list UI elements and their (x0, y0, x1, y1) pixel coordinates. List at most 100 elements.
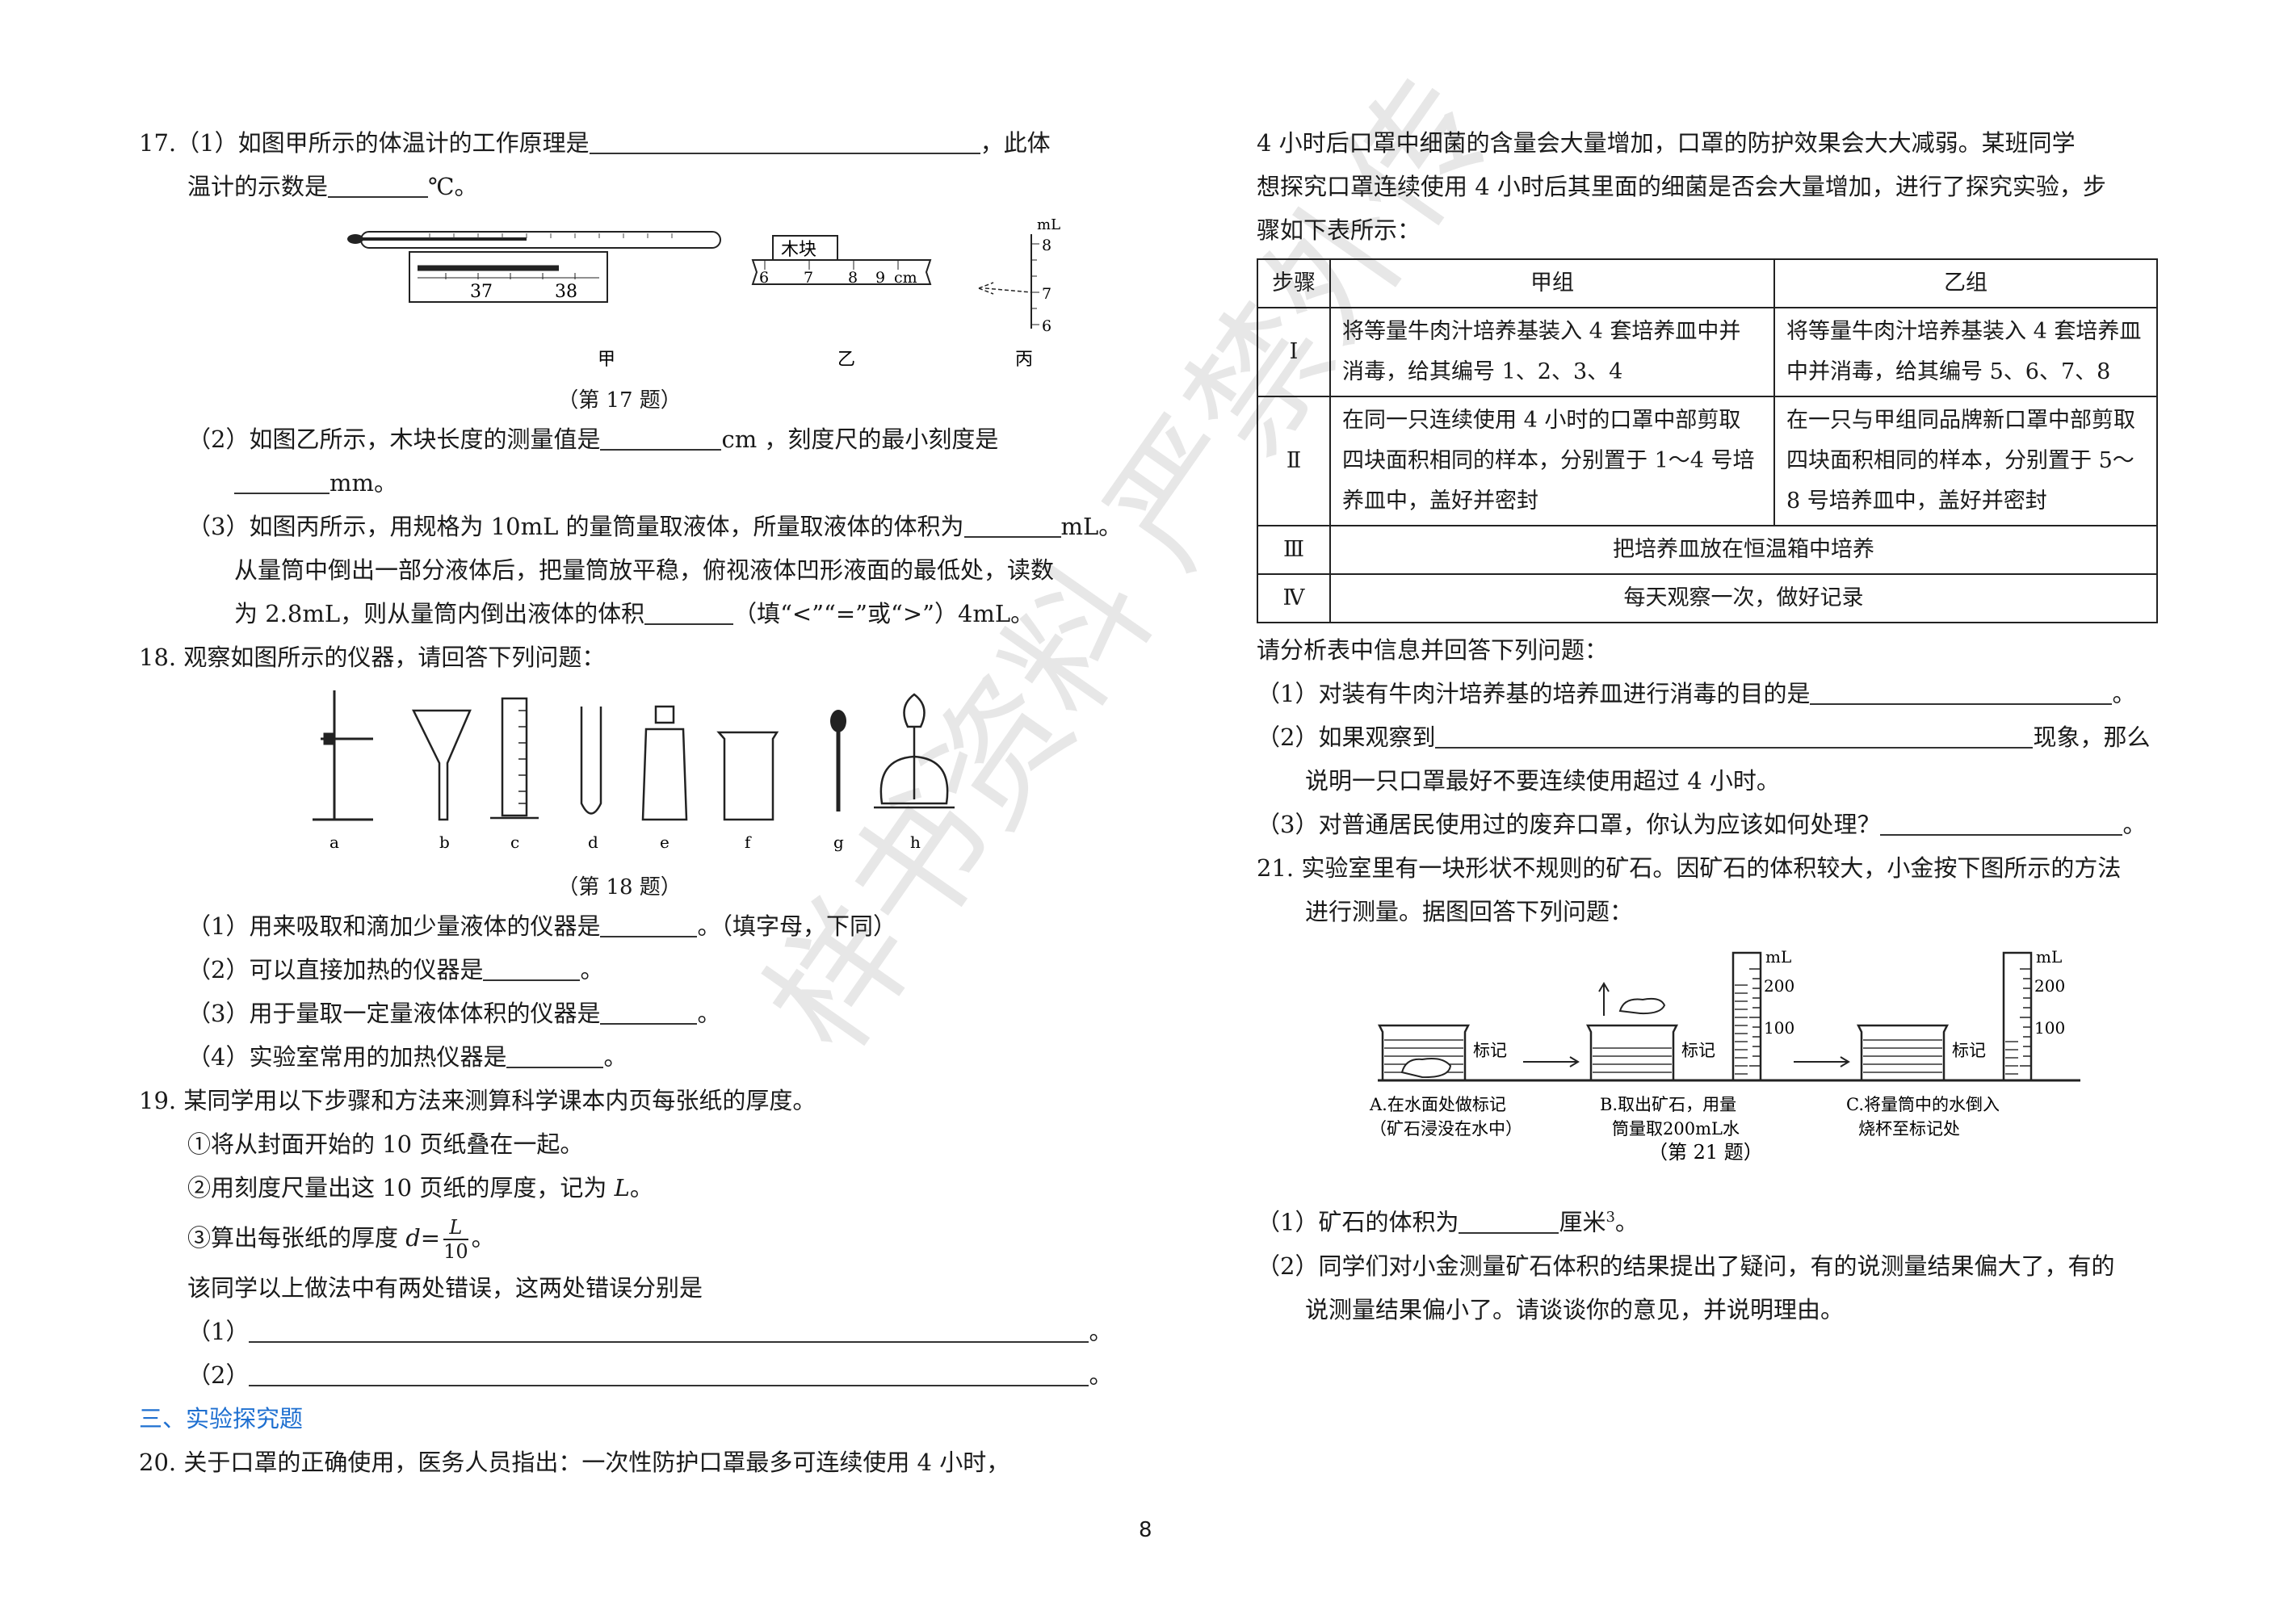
q17-text: （2）如图乙所示，木块长度的测量值是 (187, 426, 601, 453)
cylinder-icon-c (1996, 951, 2039, 1082)
ml-label-b: mL (1765, 947, 1791, 967)
q17-figure: 37 38 木块 6 7 8 9 cm mL 8 7 (139, 212, 1100, 414)
q18-text: （3）用于量取一定量液体体积的仪器是 (187, 1000, 601, 1027)
q17-part3-line2: 从量筒中倒出一部分液体后，把量筒放平稳，俯视液体凹形液面的最低处，读数 (234, 556, 1055, 584)
fraction-numerator: L (443, 1216, 468, 1240)
q17-blank-compare[interactable] (644, 596, 734, 625)
fraction-denominator: 10 (443, 1240, 468, 1263)
q20-cont2: 想探究口罩连续使用 4 小时后其里面的细菌是否会大量增加，进行了探究实验，步 (1257, 173, 2106, 200)
q19-text: （1） (187, 1318, 250, 1345)
table-row: Ⅲ 把培养皿放在恒温箱中培养 (1257, 525, 2158, 575)
q18-blank-3[interactable] (600, 996, 698, 1025)
instrument-label-d: d (588, 832, 598, 852)
table-cell: 将等量牛肉汁培养基装入 4 套培养皿中并消毒，给其编号 1、2、3、4 (1329, 307, 1775, 397)
instrument-label-a: a (329, 832, 339, 852)
q21-blank-volume[interactable] (1459, 1205, 1559, 1234)
q17-blank-principle[interactable] (589, 125, 980, 154)
instrument-label-b: b (439, 832, 450, 852)
q21-text: （1）矿石的体积为 (1257, 1208, 1459, 1236)
table-cell: 在同一只连续使用 4 小时的口罩中部剪取四块面积相同的样本，分别置于 1～4 号… (1329, 396, 1775, 526)
q18-s2: （2）可以直接加热的仪器是。 (139, 948, 1100, 992)
test-tube-icon (580, 707, 602, 815)
q17-text: cm ，刻度尺的最小刻度是 (721, 426, 999, 453)
q21-s1: （1）矿石的体积为厘米3。 (1257, 1196, 2158, 1244)
q17-blank-volume[interactable] (963, 509, 1061, 538)
q21-text: 厘米 (1559, 1208, 1606, 1236)
q17-text: ，此体 (980, 129, 1051, 157)
mark-label-c: 标记 (1952, 1041, 1986, 1060)
left-column: 17.（1）如图甲所示的体温计的工作原理是，此体 温计的示数是 ℃。 (139, 121, 1122, 1484)
table-row: Ⅳ 每天观察一次，做好记录 (1257, 573, 2158, 623)
funnel-icon (411, 709, 472, 821)
ruler-label-8: 8 (848, 269, 858, 287)
right-column: 4 小时后口罩中细菌的含量会大量增加，口罩的防护效果会大大减弱。某班同学 想探究… (1257, 121, 2158, 1332)
q17-text: mm。 (329, 469, 397, 497)
arrow-icon (1523, 1056, 1580, 1067)
q17-line1: 17.（1）如图甲所示的体温计的工作原理是，此体 (139, 121, 1100, 165)
q17-text: ℃。 (428, 173, 478, 200)
instrument-label-h: h (910, 832, 921, 852)
q19-blank-error1[interactable] (249, 1314, 1089, 1343)
q19-text: ③算出每张纸的厚度 (187, 1224, 406, 1252)
label-100-b: 100 (1764, 1018, 1794, 1038)
q19-errors: 该同学以上做法中有两处错误，这两处错误分别是 (187, 1274, 703, 1302)
label-yi: 乙 (837, 350, 855, 370)
caption-b2: 筒量取200mL水 (1612, 1119, 1740, 1139)
q20-text: 。 (2112, 680, 2136, 707)
q20-text: （1）对装有牛肉汁培养基的培养皿进行消毒的目的是 (1257, 680, 1811, 707)
ruler-icon: 木块 6 7 8 9 cm (751, 235, 932, 287)
q19-blank-error2[interactable] (249, 1357, 1089, 1386)
q20-blank-1[interactable] (1810, 676, 2113, 705)
q17-blank-reading[interactable] (328, 169, 429, 198)
therm-label-38: 38 (555, 282, 577, 302)
q18-blank-1[interactable] (600, 908, 698, 937)
q19-var-l: L (614, 1174, 630, 1202)
graduated-cylinder-icon: mL 8 7 6 (978, 216, 1060, 335)
q19-stem: 19. 某同学用以下步骤和方法来测算科学课本内页每张纸的厚度。 (139, 1087, 816, 1114)
table-cell: Ⅳ (1257, 573, 1331, 623)
caption-a2: （矿石浸没在水中） (1370, 1119, 1522, 1139)
q19-text: 。 (629, 1174, 653, 1202)
table-cell: Ⅰ (1257, 307, 1331, 397)
q18-blank-2[interactable] (483, 952, 581, 981)
ruler-label-cm: cm (894, 269, 917, 287)
q20-s3: （3）对普通居民使用过的废弃口罩，你认为应该如何处理？。 (1257, 803, 2158, 846)
q20-blank-2[interactable] (1435, 719, 2034, 749)
q20-analysis: 请分析表中信息并回答下列问题： (1257, 636, 1609, 664)
q21-figure-svg: 标记 标记 mL 200 100 (1369, 947, 2080, 1164)
q18-blank-4[interactable] (506, 1039, 604, 1068)
label-jia: 甲 (598, 350, 615, 370)
q17-blank-length[interactable] (600, 421, 722, 451)
q21-caption: （第 21 题） (1648, 1141, 1763, 1164)
table-header: 乙组 (1773, 258, 2158, 308)
q20-blank-3[interactable] (1880, 807, 2123, 836)
q18-text: 。 (697, 1000, 721, 1027)
arrow-icon (1794, 1056, 1850, 1067)
ruler-label-7: 7 (804, 269, 813, 287)
q20-stem: 20. 关于口罩的正确使用，医务人员指出：一次性防护口罩最多可连续使用 4 小时… (139, 1449, 1010, 1476)
cylinder-label-6: 6 (1042, 317, 1051, 335)
table-header: 步骤 (1257, 258, 1331, 308)
table-cell: Ⅱ (1257, 396, 1331, 526)
instrument-label-c: c (510, 832, 519, 852)
q17-text: 温计的示数是 (187, 173, 329, 200)
block-label: 木块 (781, 240, 816, 260)
thermometer-icon: 37 38 (347, 231, 721, 303)
q18-figure-svg: a b c d e f g h (313, 690, 955, 852)
q17-blank-scale[interactable] (234, 465, 329, 494)
q18-text: 。 (580, 956, 604, 983)
q17-text: mL。 (1060, 513, 1123, 540)
instrument-label-f: f (745, 832, 752, 852)
label-100-c: 100 (2034, 1018, 2065, 1038)
q20-text: 。 (2122, 811, 2147, 838)
q21-figure: 标记 标记 mL 200 100 (1257, 937, 2158, 1193)
table-cell: 把培养皿放在恒温箱中培养 (1329, 525, 2158, 575)
dropper-icon (830, 710, 846, 812)
q19-text: ②用刻度尺量出这 10 页纸的厚度，记为 (187, 1174, 615, 1202)
page-number: 8 (1139, 1518, 1152, 1542)
q17-line2: 温计的示数是 ℃。 (139, 165, 1100, 208)
q19-e1: （1）。 (139, 1310, 1112, 1353)
label-200-c: 200 (2034, 976, 2065, 996)
q19-step1: ①将从封面开始的 10 页纸叠在一起。 (187, 1130, 584, 1158)
